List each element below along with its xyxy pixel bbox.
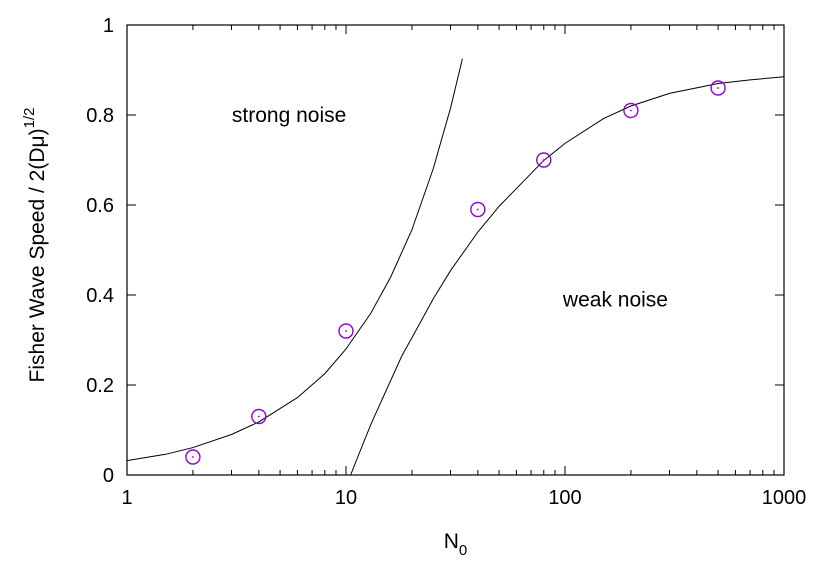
y-tick-label: 1 bbox=[103, 15, 114, 37]
y-axis-label-sup: 1/2 bbox=[21, 108, 38, 129]
x-axis-label: N0 bbox=[444, 530, 468, 559]
x-tick-label: 10 bbox=[335, 487, 357, 509]
x-tick-label: 1 bbox=[121, 487, 132, 509]
x-tick-label: 1000 bbox=[762, 487, 807, 509]
data-point-center bbox=[345, 330, 347, 332]
axis-ticks: 1 10 100 1000 0 0.2 0.4 0.6 0.8 1 bbox=[86, 15, 806, 509]
data-points bbox=[185, 80, 726, 465]
data-point bbox=[536, 152, 552, 168]
data-point bbox=[710, 80, 726, 96]
data-point bbox=[251, 408, 267, 425]
y-tick-label: 0.6 bbox=[86, 195, 114, 217]
data-point-center bbox=[630, 109, 632, 112]
annotations: strong noise weak noise bbox=[232, 104, 668, 312]
data-point bbox=[623, 102, 639, 119]
annotation-label: strong noise bbox=[232, 104, 346, 127]
x-axis-label-main: N bbox=[444, 530, 459, 553]
fit-curves bbox=[127, 58, 784, 475]
y-tick-label: 0 bbox=[103, 465, 114, 487]
data-point bbox=[185, 449, 201, 465]
x-tick-label: 100 bbox=[548, 487, 581, 509]
data-point-center bbox=[717, 87, 719, 89]
data-point bbox=[338, 323, 354, 339]
x-axis-label-sub: 0 bbox=[459, 542, 467, 559]
annotation-label: weak noise bbox=[562, 289, 668, 312]
data-point-center bbox=[257, 415, 260, 418]
y-axis-label: Fisher Wave Speed / 2(Dμ)1/2 bbox=[21, 108, 49, 383]
y-tick-label: 0.2 bbox=[86, 375, 114, 397]
data-point-center bbox=[542, 159, 545, 161]
data-point-center bbox=[192, 456, 194, 458]
plot-frame bbox=[126, 24, 785, 476]
strong-noise-curve bbox=[127, 58, 463, 462]
y-tick-label: 0.8 bbox=[86, 105, 114, 127]
data-point-center bbox=[476, 208, 479, 211]
y-axis-label-main: Fisher Wave Speed / 2(Dμ) bbox=[26, 128, 49, 382]
data-point bbox=[470, 201, 486, 218]
y-tick-label: 0.4 bbox=[86, 285, 114, 307]
weak-noise-curve bbox=[350, 76, 784, 475]
